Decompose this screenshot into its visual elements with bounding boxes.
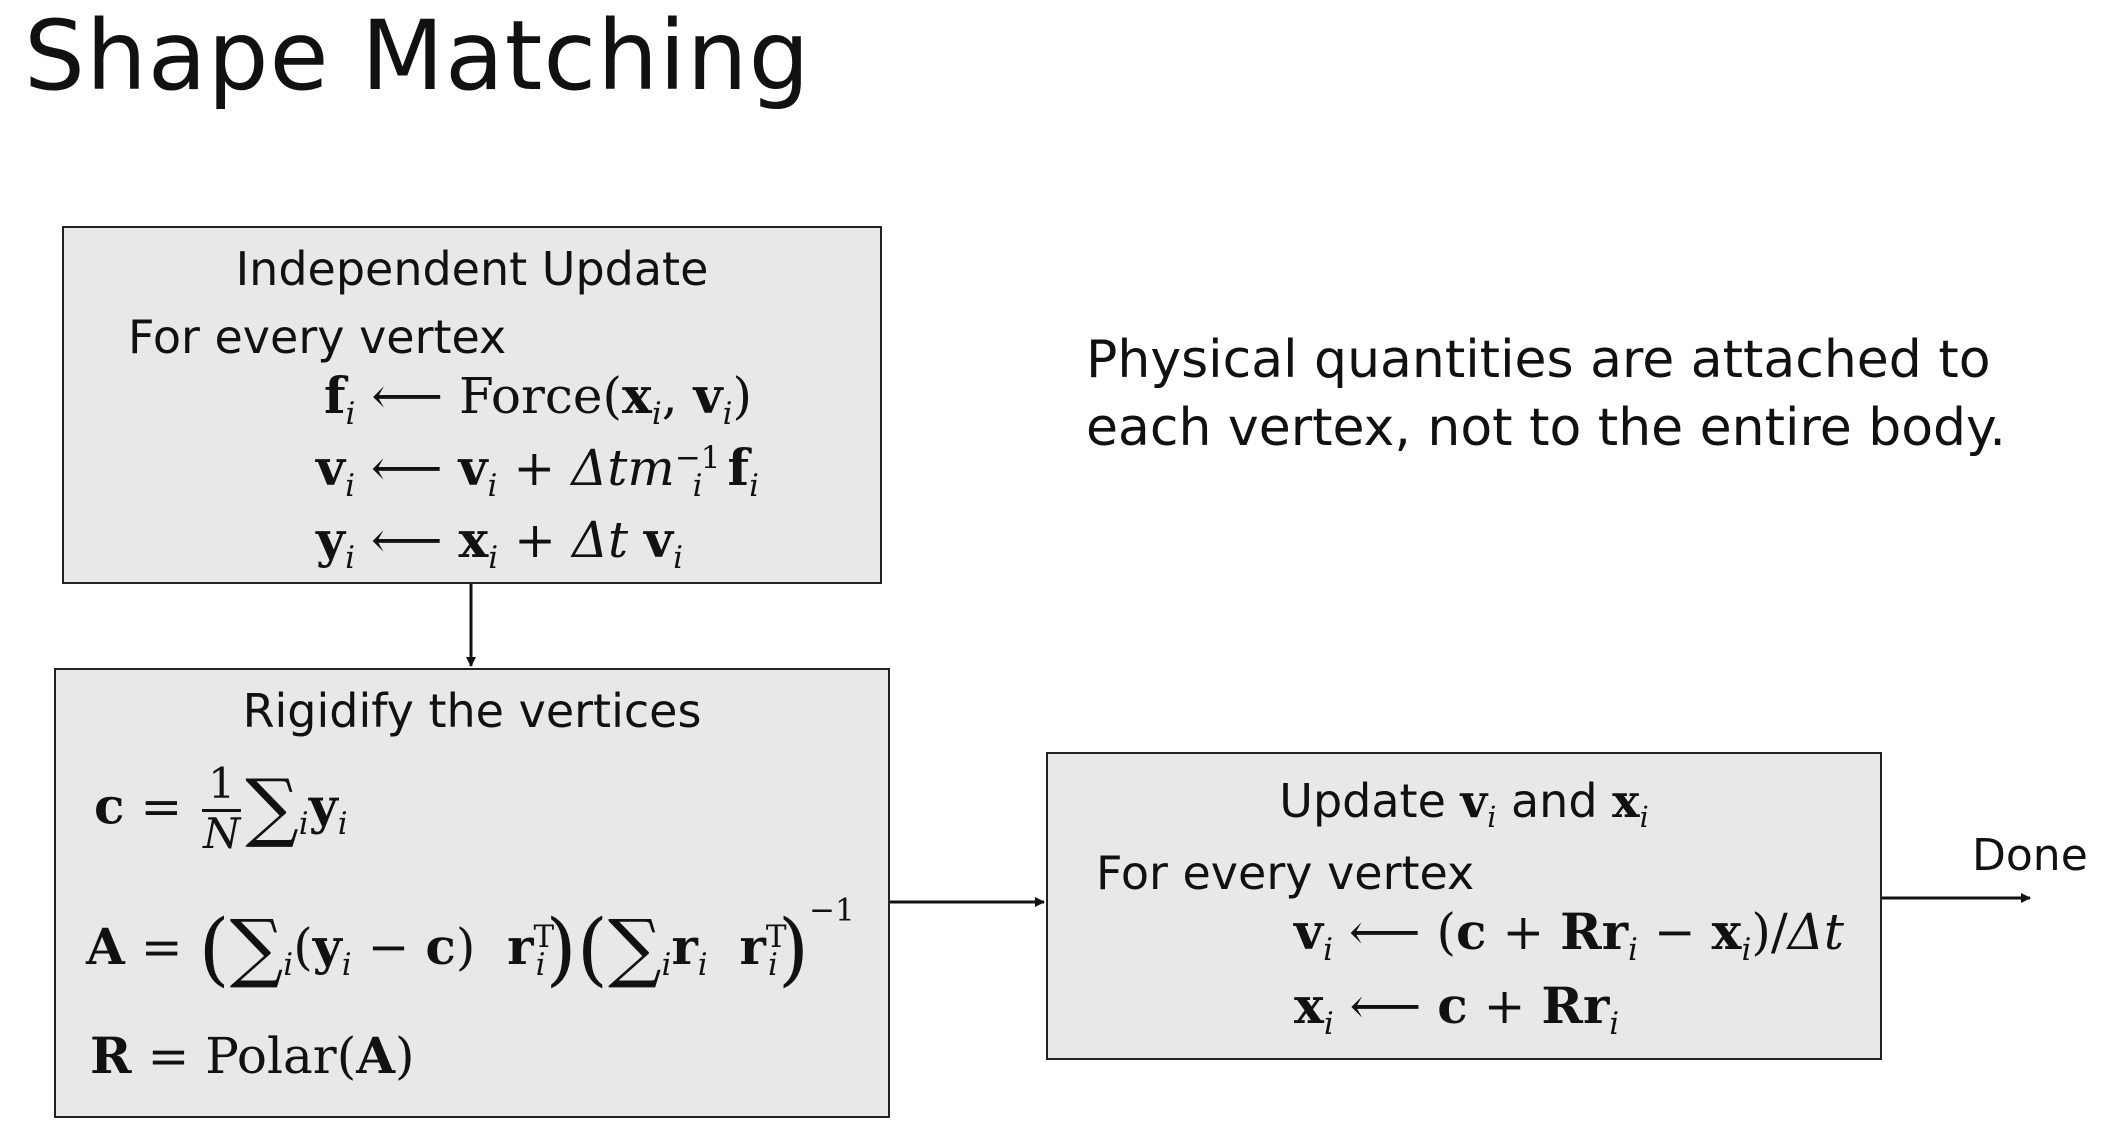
update-subheading: For every vertex xyxy=(1096,846,1475,900)
rotation-equation: R = Polar(A) xyxy=(90,1026,415,1085)
update-heading: Update vi and xi xyxy=(1279,774,1649,834)
position-update-equation: xi ⟵ c + Rri xyxy=(1294,976,1620,1042)
update-box: Update vi and xi For every vertex vi ⟵ (… xyxy=(1046,752,1882,1060)
matrix-a-equation: A = (∑i(yi − c) rTi)(∑iri rTi)−1 xyxy=(86,892,855,995)
independent-update-box: Independent Update For every vertex fi ⟵… xyxy=(62,226,882,584)
position-prediction-equation: yi ⟵ xi + Δt vi xyxy=(316,510,684,576)
force-equation: fi ⟵ Force(xi, vi) xyxy=(324,366,753,432)
done-label: Done xyxy=(1972,830,2088,881)
physical-quantities-note: Physical quantities are attached to each… xyxy=(1086,330,2006,458)
velocity-update-equation: vi ⟵ (c + Rri − xi)/Δt xyxy=(1294,902,1844,968)
independent-update-heading: Independent Update xyxy=(235,242,709,296)
independent-update-subheading: For every vertex xyxy=(128,310,507,364)
page-title: Shape Matching xyxy=(24,0,811,112)
rigidify-heading: Rigidify the vertices xyxy=(242,684,702,738)
